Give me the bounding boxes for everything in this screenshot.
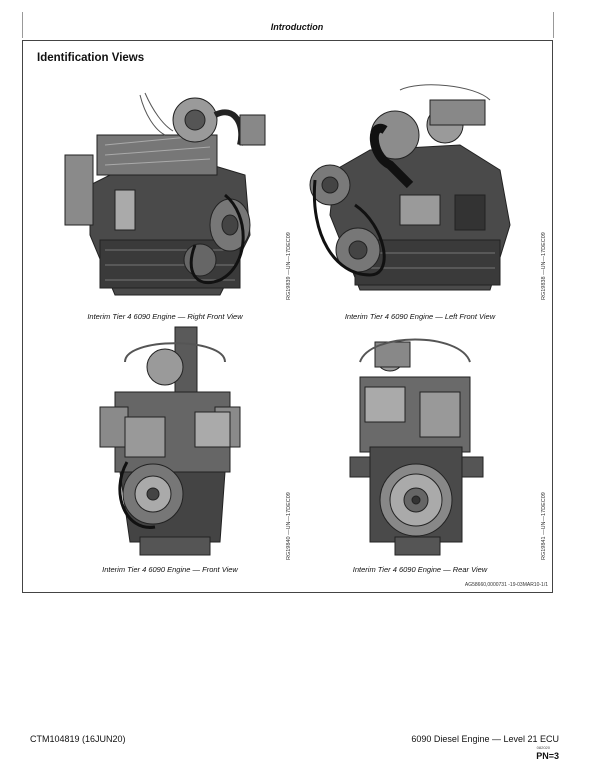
content-frame [22, 40, 553, 593]
header-rule-right [553, 12, 554, 38]
side-id-left-front-view: RG19838 —UN—17DEC09 [541, 232, 547, 300]
page-header-title: Introduction [270, 22, 324, 32]
footer-small-code: 082020 [536, 745, 550, 750]
side-id-right-front-view: RG19839 —UN—17DEC09 [286, 232, 292, 300]
caption-front-view: Interim Tier 4 6090 Engine — Front View [102, 565, 238, 574]
caption-rear-view: Interim Tier 4 6090 Engine — Rear View [352, 565, 488, 574]
engine-left-front-view-image [309, 84, 511, 291]
document-reference: AG58660,0000731 -19-03MAR10-1/1 [464, 582, 548, 588]
side-id-rear-view: RG19841 —UN—17DEC09 [541, 492, 547, 560]
footer-document-id: CTM104819 (16JUN20) [30, 734, 126, 744]
section-title: Identification Views [37, 52, 145, 64]
side-id-front-view: RG19840 —UN—17DEC09 [286, 492, 292, 560]
footer-page-number: PN=3 [536, 751, 559, 761]
engine-rear-view-image [349, 338, 484, 556]
engine-right-front-view-image [64, 92, 266, 296]
engine-front-view-image [99, 326, 241, 556]
header-rule-left [22, 12, 23, 38]
caption-right-front-view: Interim Tier 4 6090 Engine — Right Front… [87, 312, 243, 321]
caption-left-front-view: Interim Tier 4 6090 Engine — Left Front … [344, 312, 496, 321]
footer-manual-title: 6090 Diesel Engine — Level 21 ECU [411, 734, 559, 744]
